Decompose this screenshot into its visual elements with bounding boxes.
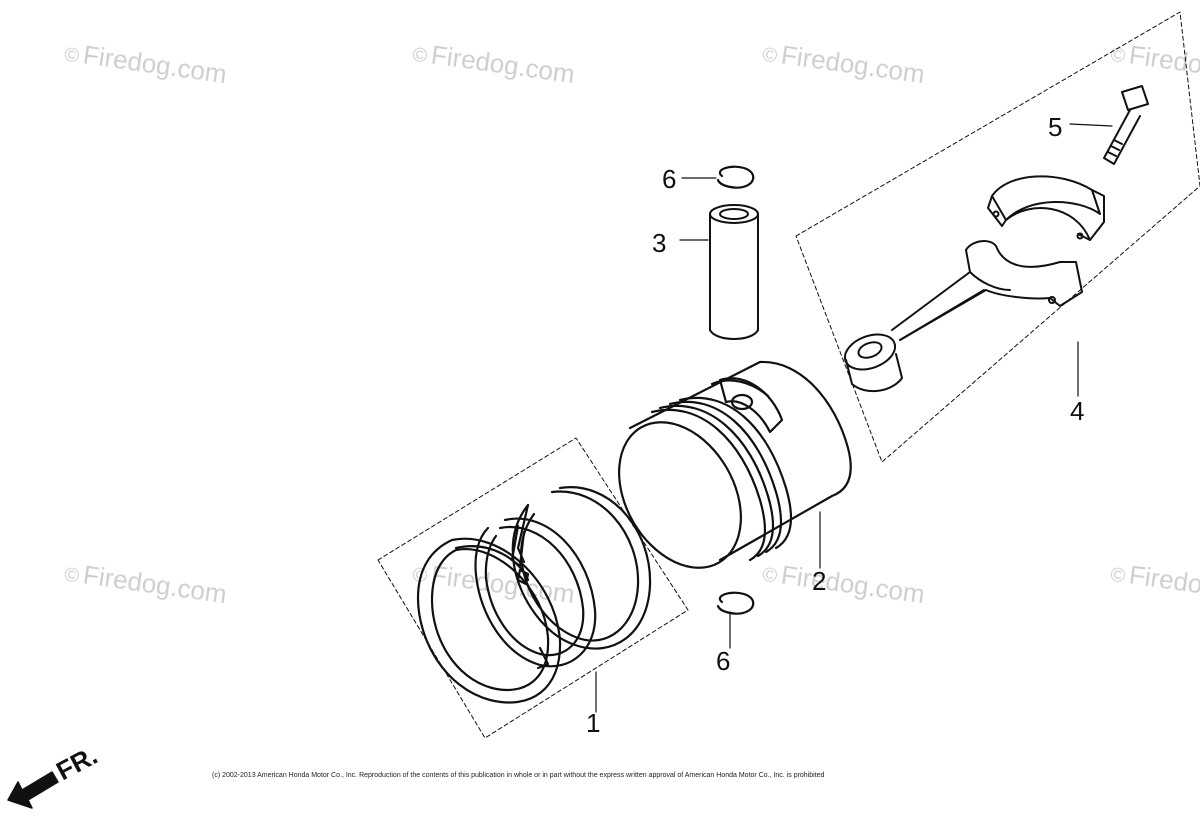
piston [618, 360, 852, 569]
piston-pin [709, 204, 759, 340]
leader-lines [595, 123, 1113, 713]
conrod-bolt [1103, 85, 1149, 165]
callout-3: 3 [652, 228, 667, 258]
pin-clip-upper [716, 165, 755, 189]
callout-1: 1 [586, 708, 601, 738]
connecting-rod [843, 240, 1083, 393]
pin-clip-lower [716, 591, 755, 615]
conrod-dashed-box [795, 11, 1200, 463]
piston-ring-set [416, 486, 652, 704]
conrod-cap [987, 175, 1105, 241]
callout-6-upper: 6 [662, 164, 677, 194]
callout-5: 5 [1048, 112, 1063, 142]
copyright-notice: (c) 2002-2013 American Honda Motor Co., … [212, 772, 825, 779]
callout-4: 4 [1070, 396, 1085, 426]
callout-6-lower: 6 [716, 646, 731, 676]
ring-set-dashed-box [377, 437, 689, 739]
callout-2: 2 [812, 566, 827, 596]
front-direction-arrow [7, 771, 59, 809]
